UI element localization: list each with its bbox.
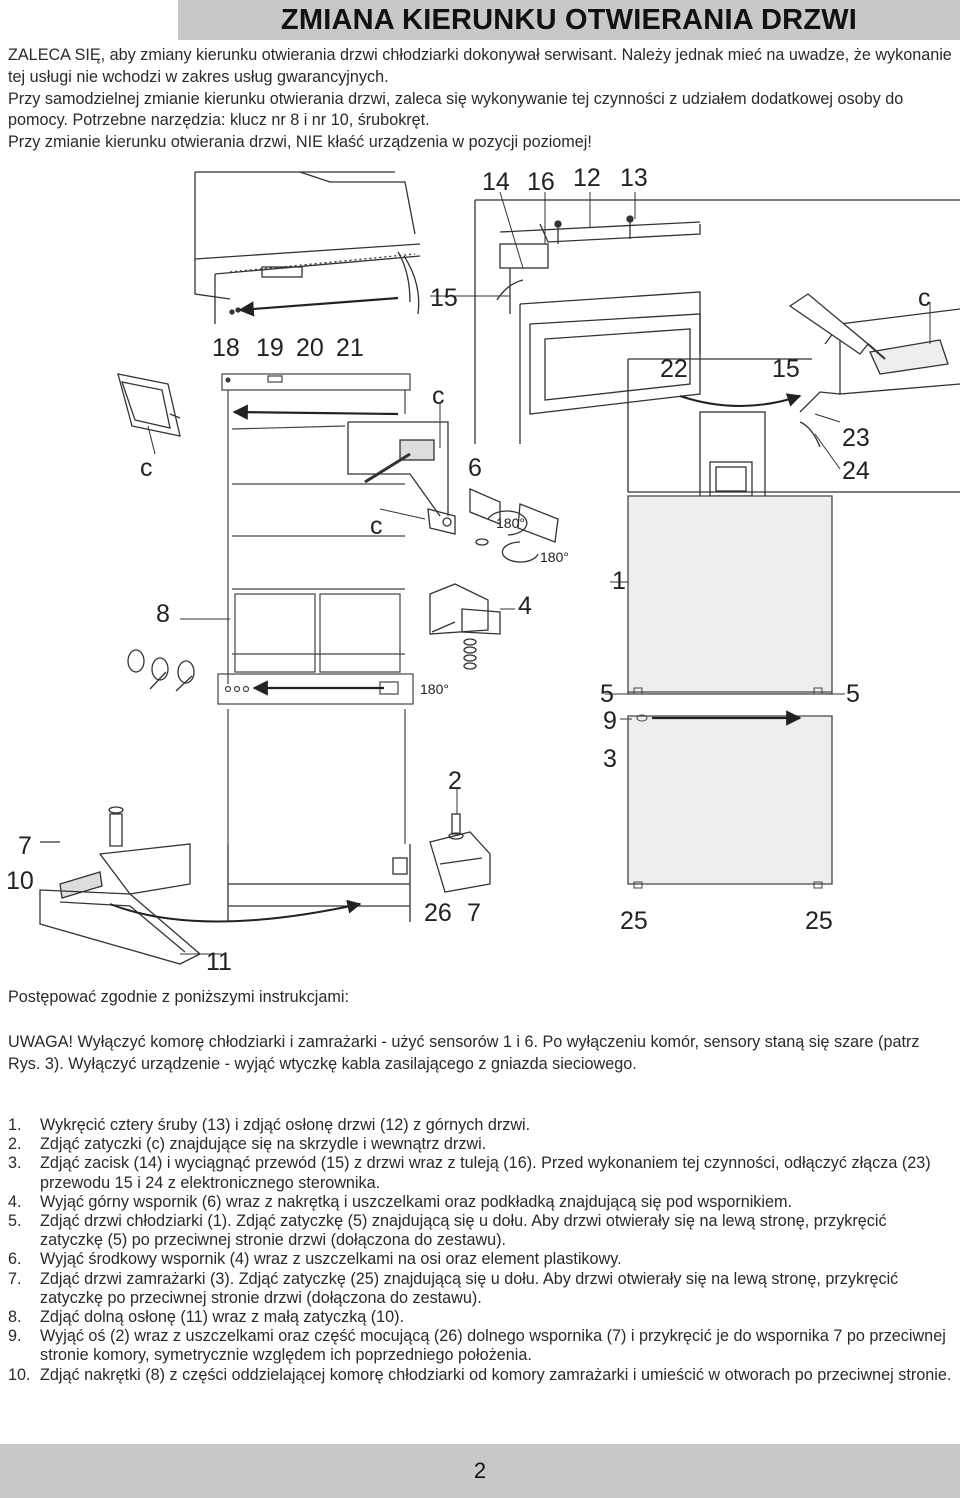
fridge-door [627, 495, 833, 695]
inner-door-cap-detail [347, 421, 449, 517]
callout-24: 24 [842, 457, 870, 485]
callout-14: 14 [482, 168, 510, 196]
controller-detail [627, 358, 960, 501]
callout-2: 2 [448, 767, 462, 795]
rotation-180-lower: 180° [540, 549, 569, 565]
step-item: 3. Zdjąć zacisk (14) i wyciągnąć przewód … [8, 1154, 952, 1192]
callout-6: 6 [468, 454, 482, 482]
page-title: ZMIANA KIERUNKU OTWIERANIA DRZWI [178, 0, 960, 40]
step-number: 4. [8, 1192, 22, 1211]
callout-c-hinge: c [370, 512, 383, 540]
step-text: Zdjąć nakrętki (8) z części oddzielające… [40, 1365, 952, 1384]
callout-labels: 14 16 12 13 15 c 18 19 20 21 c 22 15 23 … [6, 164, 931, 976]
callout-15-top: 15 [430, 284, 458, 312]
step-item: 10. Zdjąć nakrętki (8) z części oddzielaj… [8, 1366, 952, 1385]
callout-c-screwdriver: c [918, 284, 931, 312]
step-item: 8. Zdjąć dolną osłonę (11) wraz z małą za… [8, 1308, 952, 1327]
step-number: 3. [8, 1154, 22, 1173]
step-number: 6. [8, 1250, 22, 1269]
step-text: Wyjąć górny wspornik (6) wraz z nakrętką… [40, 1192, 792, 1211]
step-text: Wyjąć oś (2) wraz z uszczelkami oraz czę… [40, 1327, 946, 1365]
step-item: 1. Wykręcić cztery śruby (13) i zdjąć osł… [8, 1116, 952, 1135]
diagram-svg: 14 16 12 13 15 c 18 19 20 21 c 22 15 23 … [6, 164, 960, 976]
callout-3: 3 [603, 745, 617, 773]
callout-18: 18 [212, 334, 240, 362]
fridge-body-outline [221, 373, 411, 684]
rotation-labels: 180° 180° 180° [420, 515, 569, 697]
step-text: Zdjąć drzwi chłodziarki (1). Zdjąć zatyc… [40, 1212, 887, 1250]
intro-text: ZALECA SIĘ, aby zmiany kierunku otwieran… [8, 45, 952, 154]
step-item: 9. Wyjąć oś (2) wraz z uszczelkami oraz c… [8, 1327, 952, 1365]
callout-c-inner-door: c [432, 382, 445, 410]
step-text: Wyjąć środkowy wspornik (4) wraz z uszcz… [40, 1250, 622, 1269]
door-reversal-diagram: 14 16 12 13 15 c 18 19 20 21 c 22 15 23 … [0, 164, 960, 984]
middle-hinge-detail [429, 583, 501, 670]
callout-13: 13 [620, 164, 648, 192]
callout-8: 8 [156, 600, 170, 628]
callout-21: 21 [336, 334, 364, 362]
callout-5-right: 5 [846, 680, 860, 708]
step-number: 10. [8, 1365, 31, 1384]
intro-paragraph: Przy samodzielnej zmianie kierunku otwie… [8, 89, 904, 130]
intro-paragraph: Przy zmianie kierunku otwierania drzwi, … [8, 133, 592, 152]
callout-25-left: 25 [620, 907, 648, 935]
callout-5-left: 5 [600, 680, 614, 708]
callout-1: 1 [612, 567, 626, 595]
step-item: 2. Zdjąć zatyczki (c) znajdujące się na s… [8, 1135, 952, 1154]
callout-7-right: 7 [467, 899, 481, 927]
step-number: 9. [8, 1327, 22, 1346]
step-text: Wykręcić cztery śruby (13) i zdjąć osłon… [40, 1116, 531, 1134]
callout-7-left: 7 [18, 832, 32, 860]
step-item: 7. Zdjąć drzwi zamrażarki (3). Zdjąć zaty… [8, 1270, 952, 1308]
callout-22: 22 [660, 355, 688, 383]
page-number: 2 [0, 1444, 960, 1498]
callout-11: 11 [206, 948, 232, 976]
callout-26: 26 [424, 899, 452, 927]
callout-20: 20 [296, 334, 324, 362]
callout-12: 12 [573, 164, 601, 192]
step-text: Zdjąć dolną osłonę (11) wraz z małą zaty… [40, 1308, 405, 1327]
step-item: 5. Zdjąć drzwi chłodziarki (1). Zdjąć zat… [8, 1212, 952, 1250]
follow-instructions-text: Postępować zgodnie z poniższymi instrukc… [8, 988, 349, 1006]
lower-hinge-pin-detail [429, 813, 491, 893]
divider-strip [217, 673, 414, 844]
side-panel-cap-detail [117, 373, 181, 437]
bottom-hinge-cover-detail [39, 806, 411, 965]
callout-4: 4 [518, 592, 532, 620]
step-text: Zdjąć drzwi zamrażarki (3). Zdjąć zatycz… [40, 1269, 899, 1307]
callout-19: 19 [256, 334, 284, 362]
callout-16: 16 [527, 168, 555, 196]
nuts-detail [127, 649, 195, 692]
step-number: 8. [8, 1308, 22, 1327]
step-text: Zdjąć zatyczki (c) znajdujące się na skr… [40, 1135, 487, 1154]
warning-text: UWAGA! Wyłączyć komorę chłodziarki i zam… [8, 1033, 920, 1073]
callout-c-side-panel: c [140, 454, 153, 482]
step-number: 2. [8, 1135, 22, 1154]
top-cabinet-detail [194, 171, 421, 324]
freezer-door [627, 714, 833, 889]
step-item: 4. Wyjąć górny wspornik (6) wraz z nakręt… [8, 1193, 952, 1212]
step-text: Zdjąć zacisk (14) i wyciągnąć przewód (1… [40, 1154, 931, 1192]
callout-10: 10 [6, 867, 34, 895]
callout-15-controller: 15 [772, 355, 800, 383]
upper-hinge-detail [427, 488, 559, 563]
rotation-180-upper: 180° [496, 515, 525, 531]
step-number: 1. [8, 1116, 22, 1134]
instruction-steps: 1. Wykręcić cztery śruby (13) i zdjąć osł… [8, 1116, 952, 1385]
step-number: 7. [8, 1269, 22, 1288]
callout-9: 9 [603, 707, 617, 735]
rotation-180-divider: 180° [420, 681, 449, 697]
callout-23: 23 [842, 424, 870, 452]
upper-door-top-detail [474, 199, 960, 444]
step-item: 6. Wyjąć środkowy wspornik (4) wraz z usz… [8, 1250, 952, 1269]
leader-lines [147, 191, 931, 955]
step-number: 5. [8, 1212, 22, 1231]
intro-paragraph: ZALECA SIĘ, aby zmiany kierunku otwieran… [8, 46, 952, 86]
callout-25-right: 25 [805, 907, 833, 935]
screwdriver-detail [788, 293, 960, 395]
